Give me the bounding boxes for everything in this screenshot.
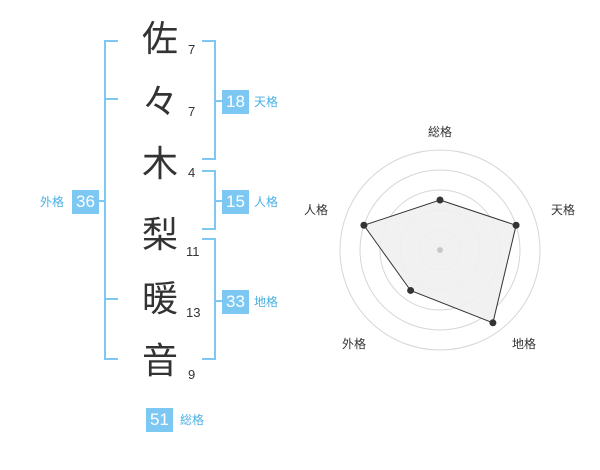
jinkaku-badge: 15	[222, 190, 249, 214]
jinkaku-label: 人格	[254, 195, 279, 209]
tenkaku-badge: 18	[222, 90, 249, 114]
jinkaku-bracket	[202, 170, 216, 230]
name-char-6: 音	[141, 341, 178, 382]
radar-point-5	[360, 221, 368, 229]
gaikaku-label: 外格	[40, 195, 65, 209]
radar-ring-4	[359, 169, 521, 331]
radar-center-dot	[437, 247, 443, 253]
axis-label-soukaku: 総格	[427, 125, 452, 139]
radar-ring-5	[339, 149, 541, 351]
stroke-count-1: 7	[188, 42, 196, 57]
stroke-count-3: 4	[188, 165, 196, 180]
name-char-3: 木	[141, 144, 178, 185]
name-char-4: 梨	[141, 215, 178, 256]
radar-point-3	[489, 319, 497, 327]
gaikaku-bracket-divider-1	[104, 98, 118, 100]
tenkaku-label: 天格	[254, 95, 279, 109]
stroke-count-4: 11	[186, 244, 200, 259]
tenkaku-bracket-tick	[216, 100, 222, 102]
chikaku-label: 地格	[254, 295, 279, 309]
chikaku-badge: 33	[222, 290, 249, 314]
gaikaku-bracket	[104, 40, 118, 360]
stroke-count-5: 13	[186, 305, 201, 320]
name-char-2: 々	[141, 82, 178, 123]
stroke-count-6: 9	[188, 367, 196, 382]
chikaku-bracket-tick	[216, 300, 222, 302]
gaikaku-bracket-divider-2	[104, 298, 118, 300]
axis-label-jinkaku: 人格	[303, 203, 328, 217]
axis-label-tenkaku: 天格	[550, 203, 575, 217]
axis-label-gaikaku: 外格	[341, 337, 366, 351]
radar-point-1	[436, 196, 444, 204]
chikaku-bracket	[202, 238, 216, 360]
gaikaku-badge: 36	[72, 190, 99, 214]
axis-label-chikaku: 地格	[511, 337, 536, 351]
gaikaku-bracket-tick	[96, 200, 104, 202]
radar-point-2	[512, 221, 520, 229]
name-char-5: 暖	[141, 279, 178, 320]
name-char-1: 佐	[141, 19, 178, 60]
tenkaku-bracket	[202, 40, 216, 160]
soukaku-badge: 51	[146, 408, 173, 432]
stroke-count-2: 7	[188, 104, 196, 119]
radar-point-4	[407, 286, 415, 294]
radar-data-polygon	[363, 199, 517, 324]
soukaku-label: 総格	[180, 413, 205, 427]
jinkaku-bracket-tick	[216, 200, 222, 202]
